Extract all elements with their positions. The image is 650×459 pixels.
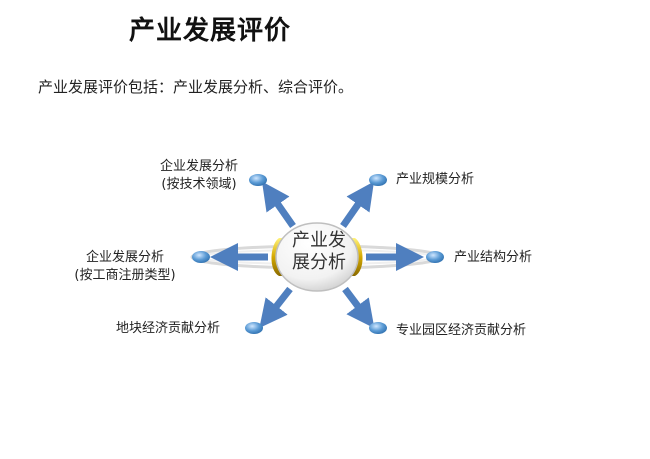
node-label-top-left-line1: 企业发展分析 — [159, 159, 238, 174]
node-label-bottom-left: 地块经济贡献分析 — [116, 320, 220, 338]
arrow-to-top-right — [340, 181, 375, 229]
node-dot-bottom-left — [245, 322, 263, 334]
arrow-to-top-left — [261, 181, 296, 229]
node-label-mid-right: 产业结构分析 — [454, 249, 532, 267]
center-label-line1: 产业发 — [292, 230, 346, 251]
intro-text: 产业发展评价包括：产业发展分析、综合评价。 — [38, 78, 354, 96]
center-label: 产业发 展分析 — [279, 230, 359, 274]
arrow-to-bottom-left — [259, 286, 293, 329]
node-dot-mid-left — [192, 251, 210, 263]
center-label-line2: 展分析 — [292, 252, 346, 273]
node-label-bottom-right-line1: 专业园区经济贡献分析 — [396, 323, 527, 338]
arrow-to-bottom-right — [342, 286, 375, 329]
node-label-bottom-left-line1: 地块经济贡献分析 — [116, 321, 221, 336]
node-dot-bottom-right — [369, 322, 387, 334]
node-label-top-left: 企业发展分析 (按技术领域) — [150, 158, 248, 194]
node-label-top-right-line1: 产业规模分析 — [396, 172, 475, 187]
node-label-top-left-line2: (按技术领域) — [161, 177, 237, 192]
center-node — [275, 222, 359, 292]
node-dot-top-left — [249, 174, 267, 186]
node-label-bottom-right: 专业园区经济贡献分析 — [396, 322, 526, 340]
node-label-top-right: 产业规模分析 — [396, 171, 474, 189]
page-title: 产业发展评价 — [128, 16, 291, 46]
node-label-mid-left-line2: (按工商注册类型) — [74, 268, 176, 283]
node-label-mid-left: 企业发展分析 (按工商注册类型) — [60, 249, 190, 285]
node-label-mid-right-line1: 产业结构分析 — [454, 250, 533, 265]
node-dot-mid-right — [426, 251, 444, 263]
node-label-mid-left-line1: 企业发展分析 — [85, 250, 164, 265]
node-dot-top-right — [369, 174, 387, 186]
